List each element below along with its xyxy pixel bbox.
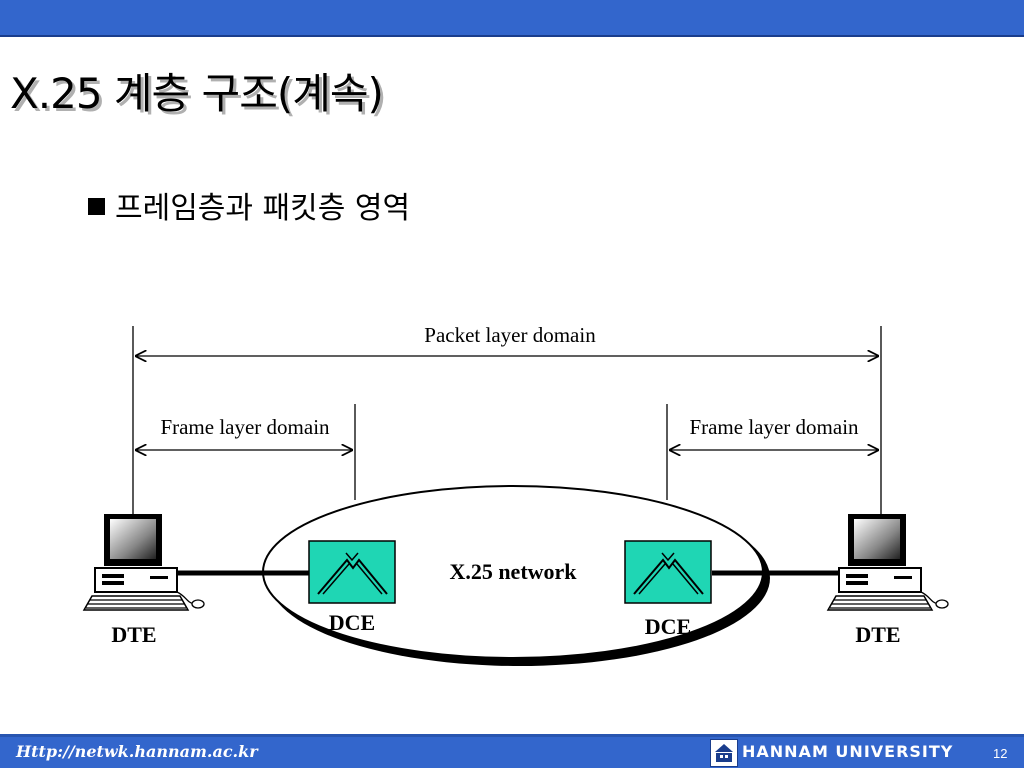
footer-divider [0,734,1024,737]
dte-right-computer-icon [826,514,949,611]
page-number: 12 [993,746,1008,761]
frame-domain-right-label: Frame layer domain [689,415,859,439]
dte-left-computer-icon [82,514,205,611]
dce-right-switch-icon [633,558,704,595]
dce-left-switch [308,540,396,604]
university-name: HANNAM UNIVERSITY [742,742,954,761]
footer-bar [0,737,1024,768]
top-banner [0,0,1024,35]
dce-left-switch-icon [317,558,388,595]
slide-title: X.25 계층 구조(계속) [10,69,384,118]
packet-domain-label: Packet layer domain [424,323,596,347]
dte-right-label: DTE [855,622,900,647]
network-label: X.25 network [449,559,577,584]
dce-right-label: DCE [645,614,691,639]
dte-left-label: DTE [111,622,156,647]
bullet-text: 프레임층과 패킷층 영역 [115,191,411,226]
footer-url-link[interactable]: Http://netwk.hannam.ac.kr [16,742,258,761]
bullet-square-icon [88,198,105,215]
bullet-item: 프레임층과 패킷층 영역 [88,183,410,227]
frame-domain-left-label: Frame layer domain [160,415,330,439]
hannam-logo-icon [710,739,738,767]
dce-right-switch [624,540,712,604]
top-divider [0,35,1024,37]
dce-left-label: DCE [329,610,375,635]
